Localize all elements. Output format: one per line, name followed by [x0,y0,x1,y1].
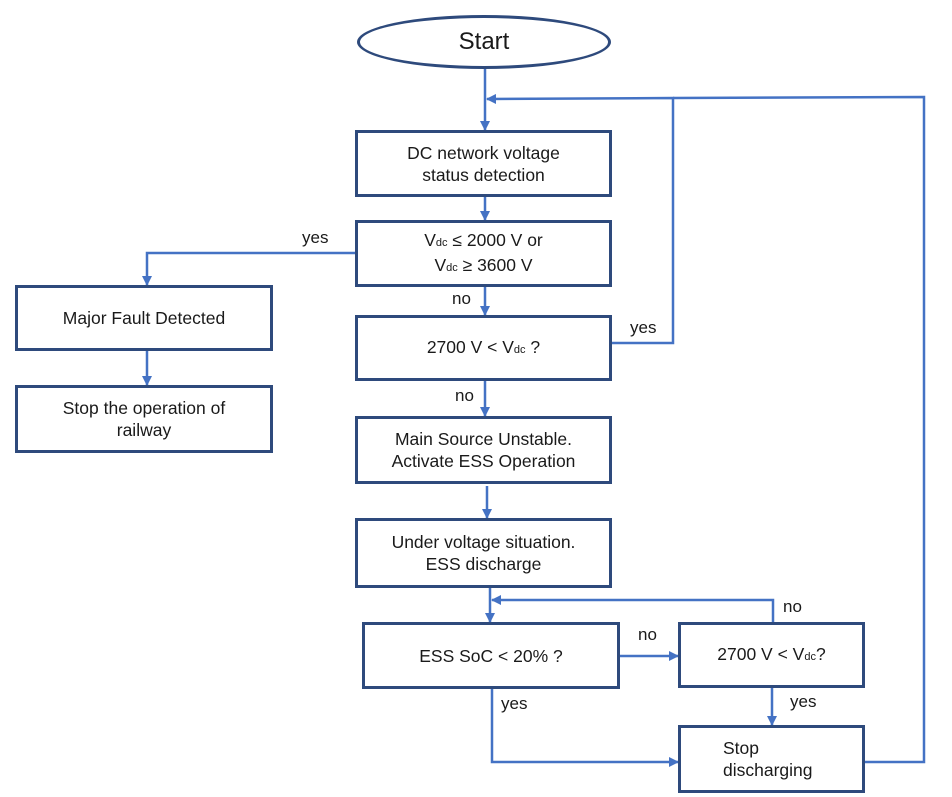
soc-check-node: ESS SoC < 20% ? [362,622,620,689]
under-voltage-line-1: Under voltage situation. [391,532,576,552]
start-node: Start [357,15,611,69]
soc-check-label: ESS SoC < 20% ? [419,645,563,666]
under-voltage-node: Under voltage situation. ESS discharge [355,518,612,588]
detect-line-2: status detection [422,164,545,185]
stop-railway-line-1: Stop the operation of [62,398,226,418]
main-unstable-line-1: Main Source Unstable. [394,429,573,449]
edge-label-check-yes: yes [630,318,657,337]
arrow-range-yes-to-fault [142,251,355,286]
edge-label-range-no: no [452,289,471,308]
edge-label-check-b-yes: yes [790,692,817,711]
range-line-1: Vdc ≤ 2000 V or [424,229,543,250]
arrow-check-b-no-loop [491,595,775,622]
stop-discharge-node: Stop discharging [678,725,865,793]
arrow-check-yes-loop [486,93,675,345]
arrow-stop-loop-to-top [672,95,926,764]
major-fault-label: Major Fault Detected [62,308,226,328]
start-label: Start [458,28,510,55]
range-line-2: Vdc ≥ 3600 V [434,254,533,275]
edge-label-check-no: no [455,386,474,405]
stop-discharge-line-1: Stop [723,738,759,758]
stop-railway-node: Stop the operation of railway [15,385,273,453]
arrow-soc-yes-to-stop [490,689,679,767]
detect-node: DC network voltage status detection [355,130,612,197]
check-2700-b-label: 2700 V < Vdc? [717,643,826,664]
edge-label-check-b-no: no [783,597,802,616]
voltage-range-node: Vdc ≤ 2000 V or Vdc ≥ 3600 V [355,220,612,287]
check-2700-node: 2700 V < Vdc ? [355,315,612,381]
edge-label-soc-yes: yes [501,694,528,713]
stop-railway-line-2: railway [116,420,172,440]
main-unstable-line-2: Activate ESS Operation [391,451,576,471]
stop-discharge-line-2: discharging [723,760,813,780]
check-2700-b-node: 2700 V < Vdc? [678,622,865,688]
detect-line-1: DC network voltage [407,142,560,163]
edge-label-range-yes: yes [302,228,329,247]
major-fault-node: Major Fault Detected [15,285,273,351]
under-voltage-line-2: ESS discharge [425,554,542,574]
main-unstable-node: Main Source Unstable. Activate ESS Opera… [355,416,612,484]
check-2700-label: 2700 V < Vdc ? [426,336,541,357]
edge-label-soc-no: no [638,625,657,644]
